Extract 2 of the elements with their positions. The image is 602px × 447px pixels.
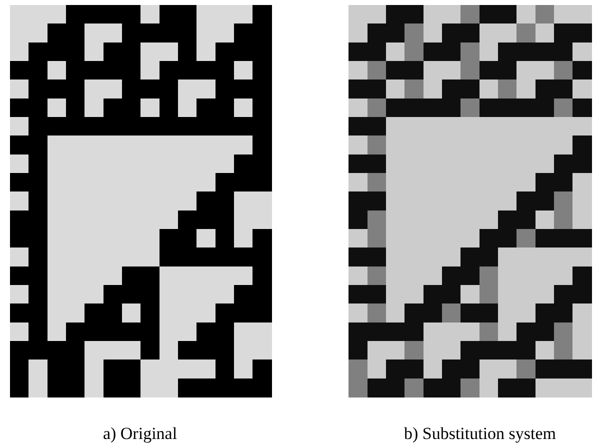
panel-caption: b) Substitution system: [404, 424, 556, 444]
panel-caption: a) Original: [102, 424, 178, 444]
